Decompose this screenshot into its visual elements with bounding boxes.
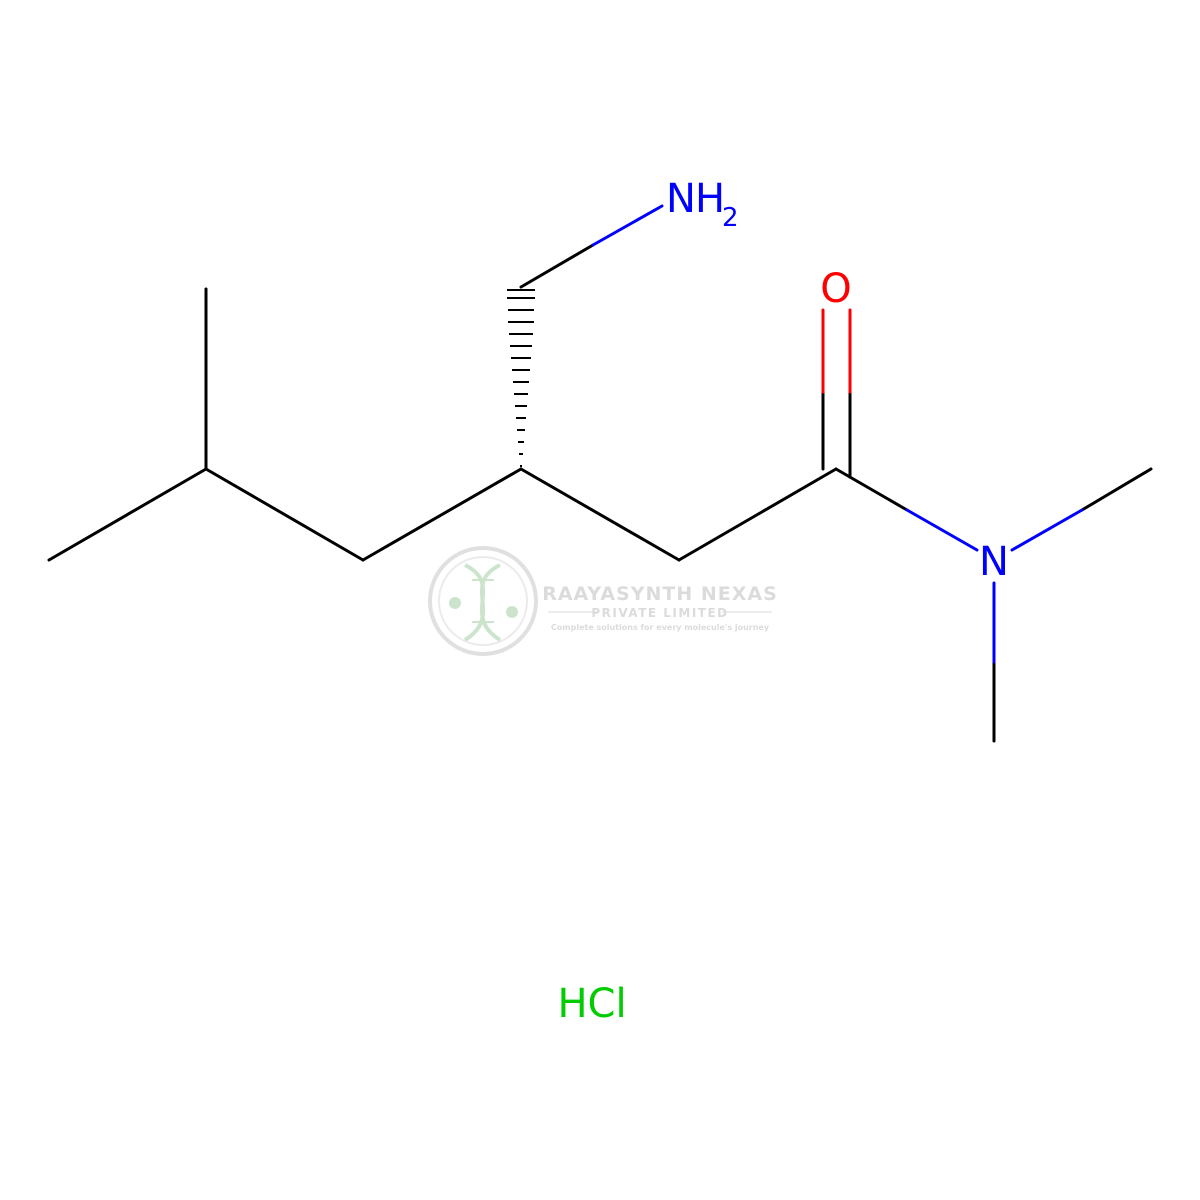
watermark-logo-inner: [438, 556, 528, 646]
heteroatom-bonds: [591, 204, 1084, 664]
watermark-company: RAAYASYNTH NEXAS: [542, 583, 778, 605]
bond-aminomethyl-ch2-n-black: [519, 243, 595, 289]
bond-ch2-carbonyl: [677, 467, 838, 562]
watermark-tagline: Complete solutions for every molecule's …: [551, 623, 770, 632]
watermark: RAAYASYNTH NEXAS PRIVATE LIMITED Complet…: [428, 546, 778, 656]
atom-label-nh2: N H 2: [666, 176, 739, 233]
salt-label-hcl: HCl: [557, 981, 626, 1027]
bond-n-methyl-right-blue: [1010, 508, 1084, 552]
bond-ch2-stereocenter: [361, 467, 523, 562]
atom-label-amine-n: N: [666, 176, 696, 222]
dna-helix-icon: [463, 563, 502, 642]
hashed-wedge-bond: [507, 289, 535, 467]
atom-label-amide-n: N: [979, 539, 1009, 585]
bond-aminomethyl-n-blue: [591, 204, 664, 247]
watermark-subtitle: PRIVATE LIMITED: [591, 606, 728, 620]
bond-methyl-left: [47, 467, 208, 562]
atom-label-amine-h: H: [695, 176, 725, 222]
atom-label-carbonyl-o: O: [820, 266, 851, 312]
carbon-bonds: [47, 243, 1153, 743]
bond-n-methyl-right-black: [1080, 467, 1153, 512]
watermark-logo-ring: [428, 546, 538, 656]
bond-carbonyl-n-black: [834, 467, 909, 512]
molecule-node-icon: [449, 597, 461, 609]
bond-carbonyl-n-blue: [905, 508, 979, 552]
bond-isobutyl-ch-ch2: [204, 467, 365, 562]
atom-label-amine-subscript: 2: [722, 203, 739, 233]
bond-stereocenter-ch2: [519, 467, 681, 562]
molecule-node-icon: [506, 606, 518, 618]
